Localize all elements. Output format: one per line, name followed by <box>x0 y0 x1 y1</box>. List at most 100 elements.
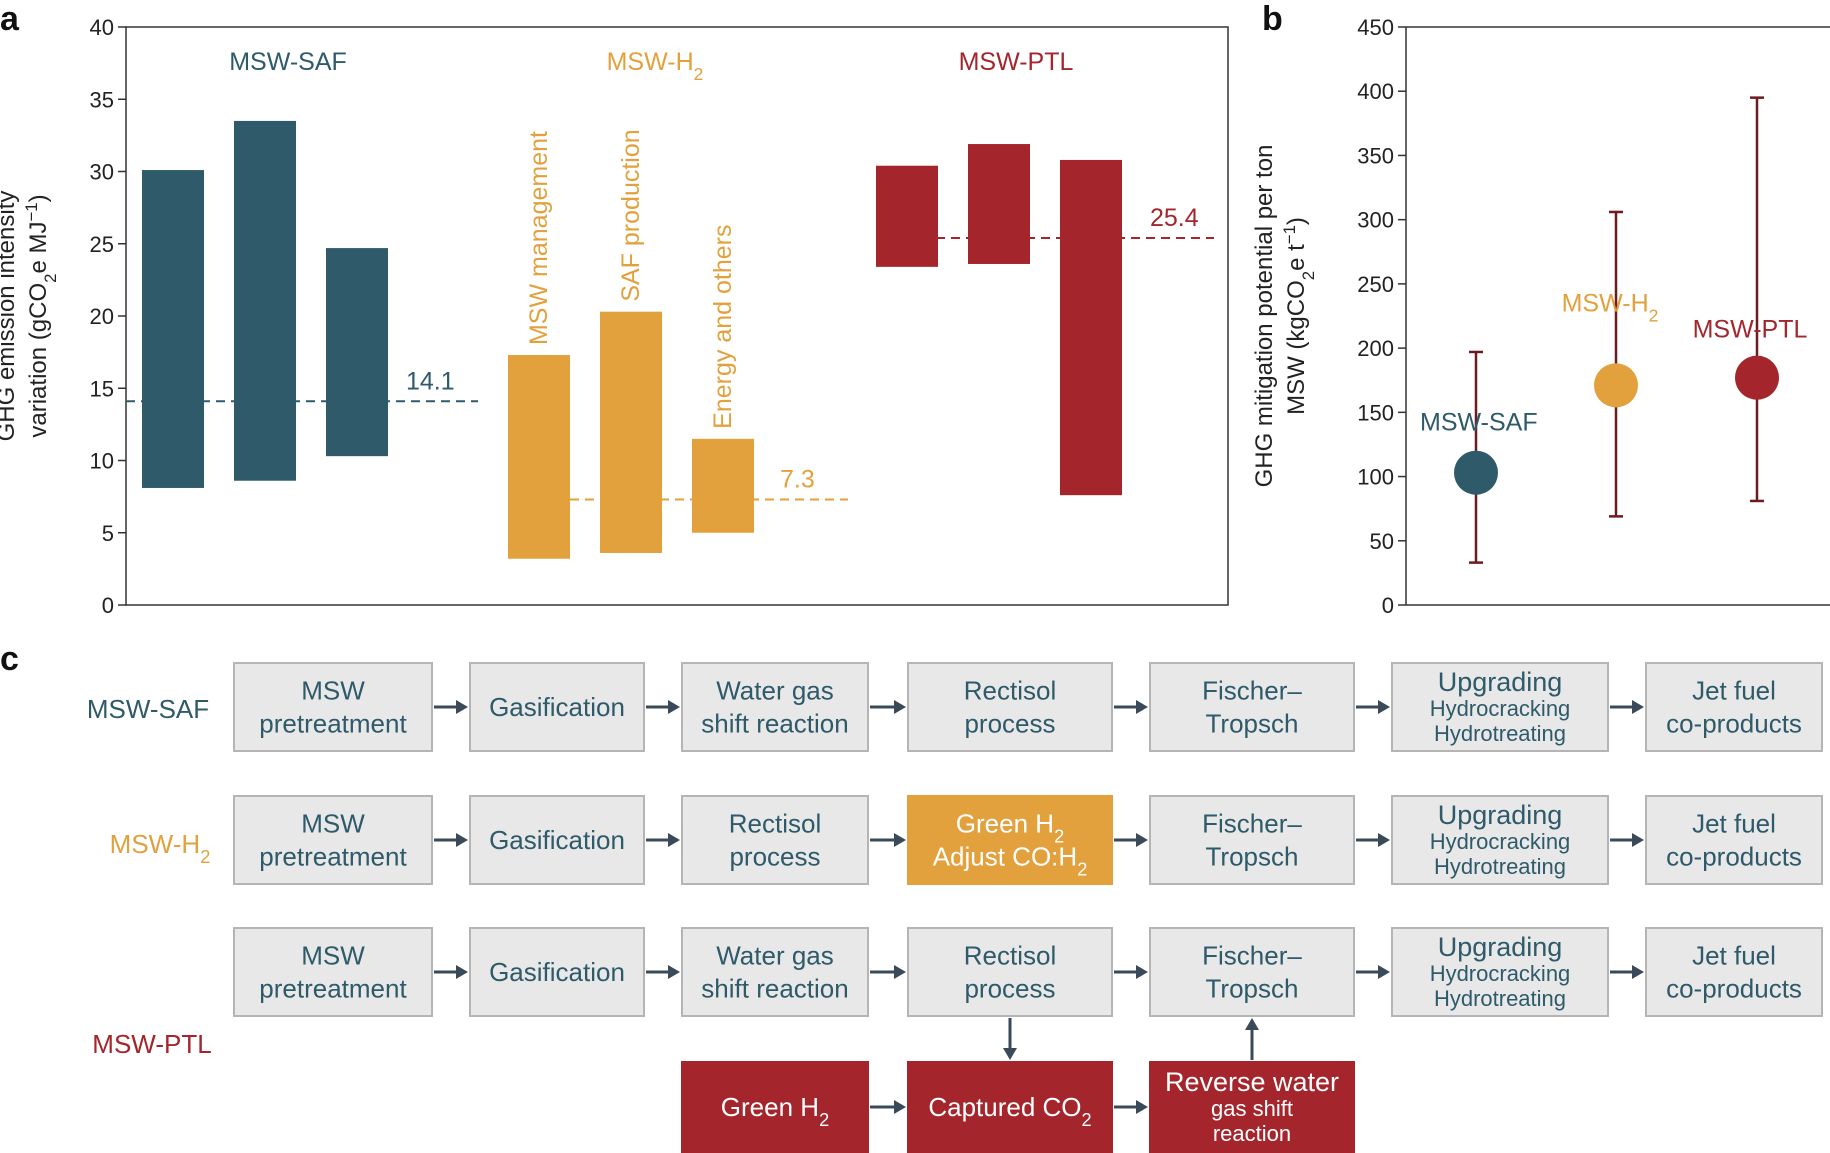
flow-box-text-line-main: Hydrotreating <box>1434 854 1566 879</box>
y-tick-label: 350 <box>1357 143 1394 168</box>
flow-box <box>469 927 645 1017</box>
flow-box-text-line-main: Hydrocracking <box>1430 829 1571 854</box>
flow-box-text-line: Water gas <box>716 676 834 706</box>
y-tick-label: 450 <box>1357 15 1394 40</box>
flow-box-text-line-main: co-products <box>1666 709 1802 739</box>
flow-box-text-line: Gasification <box>489 825 625 855</box>
data-point <box>1594 363 1638 408</box>
flow-box-text-line: MSW <box>301 809 365 839</box>
flow-box-text-line-sub: 2 <box>1077 860 1087 880</box>
y-tick-label: 50 <box>1370 529 1394 554</box>
y-tick-label: 0 <box>102 593 114 618</box>
flow-box-text-line: Hydrocracking <box>1430 961 1571 986</box>
y-tick-label: 25 <box>90 232 114 257</box>
arrow-head <box>1003 1048 1017 1060</box>
flow-box-text-line-main: Gasification <box>489 825 625 855</box>
flow-box <box>1391 927 1609 1017</box>
flow-box-ptl <box>1149 1061 1355 1153</box>
arrow-head <box>668 700 680 714</box>
flow-box-text-line: Rectisol <box>729 809 821 839</box>
y-axis-title-l2b: 2 <box>1299 271 1318 280</box>
arrow-head <box>668 833 680 847</box>
flow-box-text-line-main: shift reaction <box>701 974 848 1004</box>
flow-box-text-line: process <box>964 709 1055 739</box>
point-label: MSW-SAF <box>1420 409 1538 437</box>
flow-box-text-line-main: Green H <box>956 809 1054 839</box>
flow-box-ptl-text-line: Reverse water <box>1165 1067 1339 1097</box>
y-tick-label: 150 <box>1357 400 1394 425</box>
arrow-head <box>1136 1100 1148 1114</box>
flow-box-text-line: process <box>729 842 820 872</box>
flow-box-text-line-main: Tropsch <box>1206 842 1299 872</box>
bar <box>326 248 388 457</box>
row-label: MSW-H2 <box>110 829 211 867</box>
row-label-main: MSW-H <box>110 829 201 859</box>
point-label: MSW-PTL <box>1693 316 1808 344</box>
arrow-head <box>1632 833 1644 847</box>
flow-box-text-line-main: Gasification <box>489 957 625 987</box>
y-axis-title-l2c: e t <box>1283 244 1310 271</box>
flow-box-text-line: Adjust CO:H2 <box>933 842 1088 880</box>
bar-label: Energy and others <box>709 225 737 429</box>
y-tick-label: 400 <box>1357 79 1394 104</box>
flow-box-text-line-main: MSW <box>301 676 365 706</box>
flow-box <box>1149 795 1355 885</box>
panel-label-b: b <box>1262 0 1283 38</box>
arrow-head <box>1378 833 1390 847</box>
flow-box-text-line: pretreatment <box>259 842 407 872</box>
flow-box-text-line: pretreatment <box>259 709 407 739</box>
flow-box-text-line-main: Tropsch <box>1206 709 1299 739</box>
row-label-main: MSW-SAF <box>87 694 209 724</box>
y-tick-label: 300 <box>1357 208 1394 233</box>
group-label-2-main: MSW-PTL <box>959 48 1074 76</box>
flow-box-text-line: Gasification <box>489 957 625 987</box>
group-label-2: MSW-PTL <box>959 48 1074 76</box>
arrow-head <box>894 965 906 979</box>
flow-box-text-line-main: co-products <box>1666 974 1802 1004</box>
flow-box-text-line: Fischer– <box>1202 676 1302 706</box>
flow-box-text-line: Fischer– <box>1202 809 1302 839</box>
group-label-1: MSW-H2 <box>607 48 704 84</box>
y-tick-label: 100 <box>1357 465 1394 490</box>
point-label-main: MSW-H <box>1562 289 1649 317</box>
flow-box-text-line-main: Upgrading <box>1438 667 1563 697</box>
bar <box>600 311 662 553</box>
arrow-head <box>1136 833 1148 847</box>
bar-label: MSW management <box>525 131 553 345</box>
flow-box-ptl <box>681 1061 869 1153</box>
point-label-main: MSW-PTL <box>1693 316 1808 344</box>
flow-box-ptl-text-line-main: gas shift <box>1211 1096 1293 1121</box>
flow-box-text-line-main: Jet fuel <box>1692 676 1776 706</box>
arrow-head <box>1632 700 1644 714</box>
flow-box-text-line: co-products <box>1666 974 1802 1004</box>
y-axis-title-line2: MSW (kgCO2e t−1) <box>1280 217 1318 415</box>
flow-box-text-line-main: MSW <box>301 941 365 971</box>
y-tick-label: 10 <box>90 449 114 474</box>
y-axis-title-l2e: ) <box>1283 217 1310 225</box>
y-tick-label: 15 <box>90 376 114 401</box>
group-label-1-sub: 2 <box>694 64 704 84</box>
flow-box-ptl-text-line-main: Reverse water <box>1165 1067 1339 1097</box>
flow-box-text-line: Jet fuel <box>1692 676 1776 706</box>
flow-box-text-line-main: pretreatment <box>259 974 407 1004</box>
flow-box <box>907 927 1113 1017</box>
y-axis-title-l2d: −1 <box>1280 225 1299 244</box>
flow-box-text-line-main: Fischer– <box>1202 676 1302 706</box>
flow-box-text-line: shift reaction <box>701 709 848 739</box>
flow-box <box>233 927 433 1017</box>
flow-box-text-line-main: shift reaction <box>701 709 848 739</box>
arrow-head <box>1136 700 1148 714</box>
arrow-head <box>1378 700 1390 714</box>
flow-box-text-line-main: pretreatment <box>259 709 407 739</box>
arrow-head <box>1136 965 1148 979</box>
group-label-0: MSW-SAF <box>229 48 347 76</box>
flow-diagram: MSW-SAFMSWpretreatmentGasificationWater … <box>87 662 1823 1153</box>
flow-box <box>233 795 433 885</box>
bar <box>1060 159 1122 496</box>
flow-box-text-line: Gasification <box>489 692 625 722</box>
flow-box-text-line: Upgrading <box>1438 667 1563 697</box>
point-label: MSW-H2 <box>1562 289 1659 325</box>
panel-label-a: a <box>0 0 20 38</box>
